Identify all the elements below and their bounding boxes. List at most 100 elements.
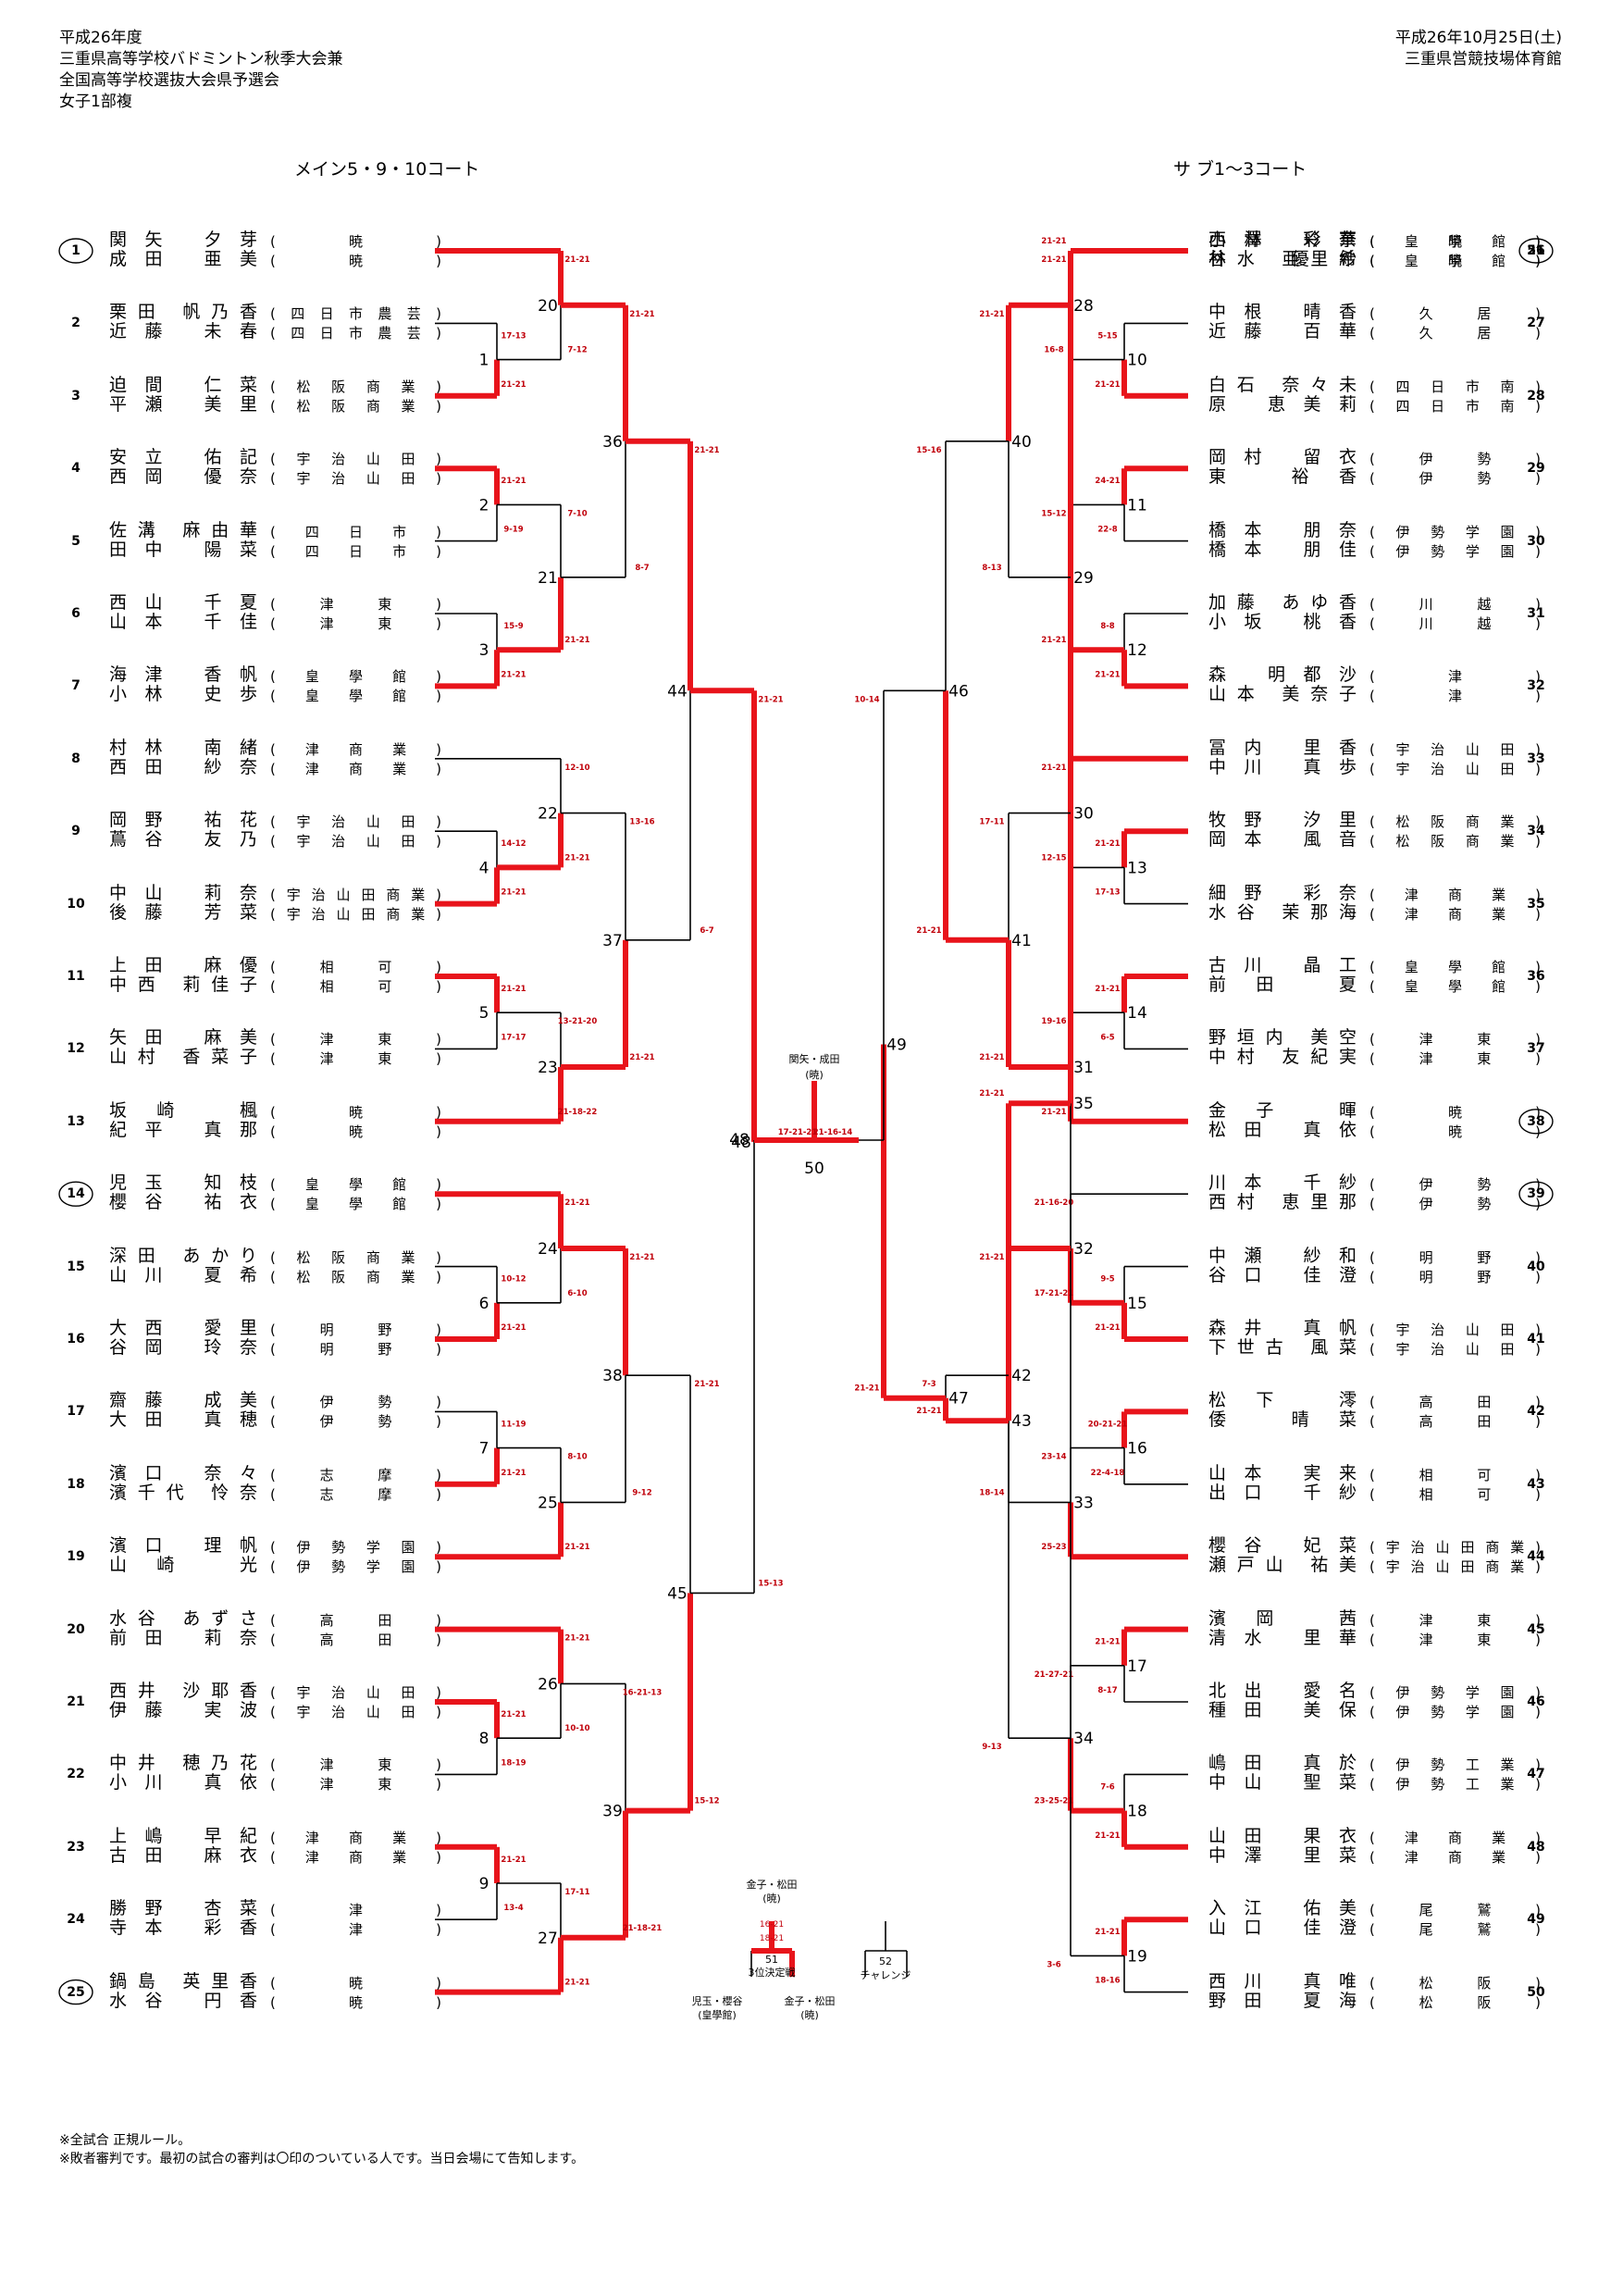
entry-player1-name: 矢田 麻美: [109, 1027, 257, 1049]
entry-row: 関矢 夕芽成田 亜美(暁)(暁)1: [57, 231, 446, 270]
match-number: 45: [667, 1584, 688, 1603]
entry-row: 冨内 里香中川 真歩(宇治山田)(宇治山田)33: [1208, 737, 1597, 777]
match-score-top: 21-27-21: [1035, 1670, 1074, 1680]
entry-seed: 39: [1527, 1186, 1545, 1202]
match-number: 46: [948, 682, 969, 701]
entry-player2-school: (高田): [270, 1631, 441, 1648]
match-score-top: 21-21: [694, 1380, 719, 1389]
match-score-top: 10-14: [854, 695, 879, 704]
entry-player1-school: (四日市): [270, 523, 441, 540]
entry-player1-school: (宇治山田): [1369, 1322, 1541, 1338]
entry-player2-name: 中村 友紀実: [1208, 1047, 1357, 1068]
seed-circle-marker: [58, 1979, 93, 2005]
entry-player2-name: 種田 美保: [1208, 1700, 1357, 1720]
entry-seed: 3: [71, 388, 81, 403]
entry-row: 上田 麻優中西 莉佳子(相可)(相可)11: [57, 957, 446, 996]
entry-player1-name: 迫間 仁菜: [109, 374, 257, 395]
entry-seed: 1: [71, 243, 81, 258]
entry-player1-name: 冨内 里香: [1208, 737, 1357, 758]
match-score-top: 16-21-13: [623, 1688, 663, 1697]
entry-player2-school: (暁): [270, 253, 441, 269]
match-score-top: 21-21: [758, 695, 783, 704]
header-tournament: 三重県高等学校バドミントン秋季大会兼: [59, 50, 343, 68]
entry-seed: 24: [67, 1912, 85, 1928]
entry-player1-school: (宇治山田): [270, 451, 441, 468]
entry-player2-name: 中川 真歩: [1208, 756, 1357, 777]
entry-row: 山田 果衣中澤 里菜(津商業)(津商業)48: [1208, 1827, 1597, 1866]
entry-player2-name: 櫻谷 祐衣: [109, 1192, 257, 1213]
match-score-top: 15-9: [503, 622, 523, 631]
match-score-top: 3-6: [1047, 1960, 1060, 1969]
champion-names: 関矢・成田: [789, 1052, 840, 1065]
third-place-p2-school: (暁): [800, 2009, 819, 2021]
match-score-top: 20-21-21: [1088, 1420, 1128, 1429]
final-score-right: 21-16-14: [813, 1128, 853, 1137]
entry-player2-name: 清水 里華: [1208, 1627, 1357, 1648]
entry-player2-school: (暁): [270, 1123, 441, 1140]
entry-player1-name: 栗田 帆乃香: [109, 302, 257, 323]
entry-player2-school: (津東): [270, 1050, 441, 1068]
entry-player1-school: (皇學館): [270, 668, 441, 686]
entry-seed: 29: [1527, 461, 1545, 477]
entry-player1-school: (四日市南): [1369, 378, 1541, 395]
match-score-top: 21-21: [1041, 255, 1066, 265]
entry-player1-name: 加藤 あゆ香: [1208, 592, 1357, 613]
entry-row: 上嶋 早紀古田 麻衣(津商業)(津商業)23: [57, 1827, 446, 1866]
entry-player2-name: 西岡 優奈: [109, 466, 257, 488]
entry-row: 濱口 理帆山崎 光(伊勢学園)(伊勢学園)19: [57, 1537, 446, 1576]
entry-player1-name: 中根 晴香: [1208, 302, 1357, 323]
entry-player2-school: (松阪): [1369, 1993, 1541, 2011]
entry-player1-name: 鍋島 英里香: [109, 1970, 257, 1992]
entry-player1-school: (皇學館): [270, 1176, 441, 1194]
entry-seed: 2: [71, 316, 81, 331]
match-score-top: 21-21: [629, 1253, 654, 1262]
match-score-top: 9-5: [1100, 1275, 1114, 1285]
entry-player1-name: 嶋田 真於: [1208, 1753, 1357, 1774]
final-score-left: 17-21-21: [778, 1128, 818, 1137]
entry-player2-school: (津商業): [270, 1848, 441, 1866]
entry-player2-school: (久居): [1369, 325, 1541, 342]
match-number: 20: [538, 297, 558, 316]
match-number: 31: [1073, 1059, 1094, 1077]
entry-player2-name: 前田 夏: [1208, 974, 1357, 995]
entry-player2-name: 水谷 茉那海: [1208, 901, 1357, 923]
entry-player1-school: (相可): [1369, 1466, 1541, 1483]
entry-player1-school: (津東): [270, 596, 441, 613]
entry-player2-name: 倭 晴菜: [1208, 1409, 1357, 1431]
entry-seed: 28: [1527, 388, 1545, 403]
entry-player2-school: (相可): [1369, 1485, 1541, 1503]
entry-player1-school: (明野): [270, 1322, 441, 1338]
entry-player2-school: (伊勢学園): [1369, 542, 1541, 560]
match-score-top: 7-3: [922, 1380, 935, 1389]
entry-player2-school: (四日市南): [1369, 397, 1541, 415]
entry-player2-name: 瀬戸山 祐美: [1208, 1555, 1357, 1576]
entry-player1-name: 濱岡 茜: [1208, 1607, 1357, 1629]
entry-seed: 31: [1527, 606, 1545, 621]
entry-row: 中瀬 紗和谷口 佳澄(明野)(明野)40: [1208, 1247, 1597, 1285]
entry-player1-school: (皇學館): [1369, 233, 1541, 250]
match-score-bottom: 6-5: [1100, 1033, 1114, 1042]
match-score-top: 5-15: [1097, 331, 1117, 341]
match-number: 24: [538, 1240, 558, 1259]
entry-row: 細野 彩奈水谷 茉那海(津商業)(津商業)35: [1208, 884, 1597, 923]
match-score-top: 7-10: [567, 509, 587, 518]
entry-row: 佐溝 麻由華田中 陽菜(四日市)(四日市)5: [57, 521, 446, 560]
entry-player1-school: (津商業): [1369, 1829, 1541, 1846]
match-score-bottom: 9-12: [632, 1488, 651, 1497]
entry-seed: 17: [67, 1404, 85, 1420]
entry-row: 白石 奈々未原 恵美莉(四日市南)(四日市南)28: [1208, 376, 1597, 415]
match-score-bottom: 17-13: [1095, 888, 1120, 898]
entry-seed: 43: [1527, 1476, 1545, 1492]
match-score-top: 21-21: [501, 1710, 526, 1719]
entry-row: 加藤 あゆ香小坂 桃香(川越)(川越)31: [1208, 592, 1597, 633]
entry-seed: 36: [1527, 969, 1545, 984]
entry-seed: 15: [67, 1259, 85, 1274]
entry-seed: 47: [1527, 1767, 1545, 1782]
entry-player2-school: (宇治山田): [270, 470, 441, 488]
match-score-bottom: 21-21: [916, 926, 941, 936]
match-score-top: 9-13: [982, 1743, 1001, 1752]
entry-player1-name: 北出 愛名: [1208, 1681, 1357, 1701]
entry-player2-name: 西田 紗奈: [109, 756, 257, 777]
entry-player2-school: (宇治山田商業): [270, 905, 441, 923]
entry-player2-school: (松阪商業): [270, 397, 441, 415]
